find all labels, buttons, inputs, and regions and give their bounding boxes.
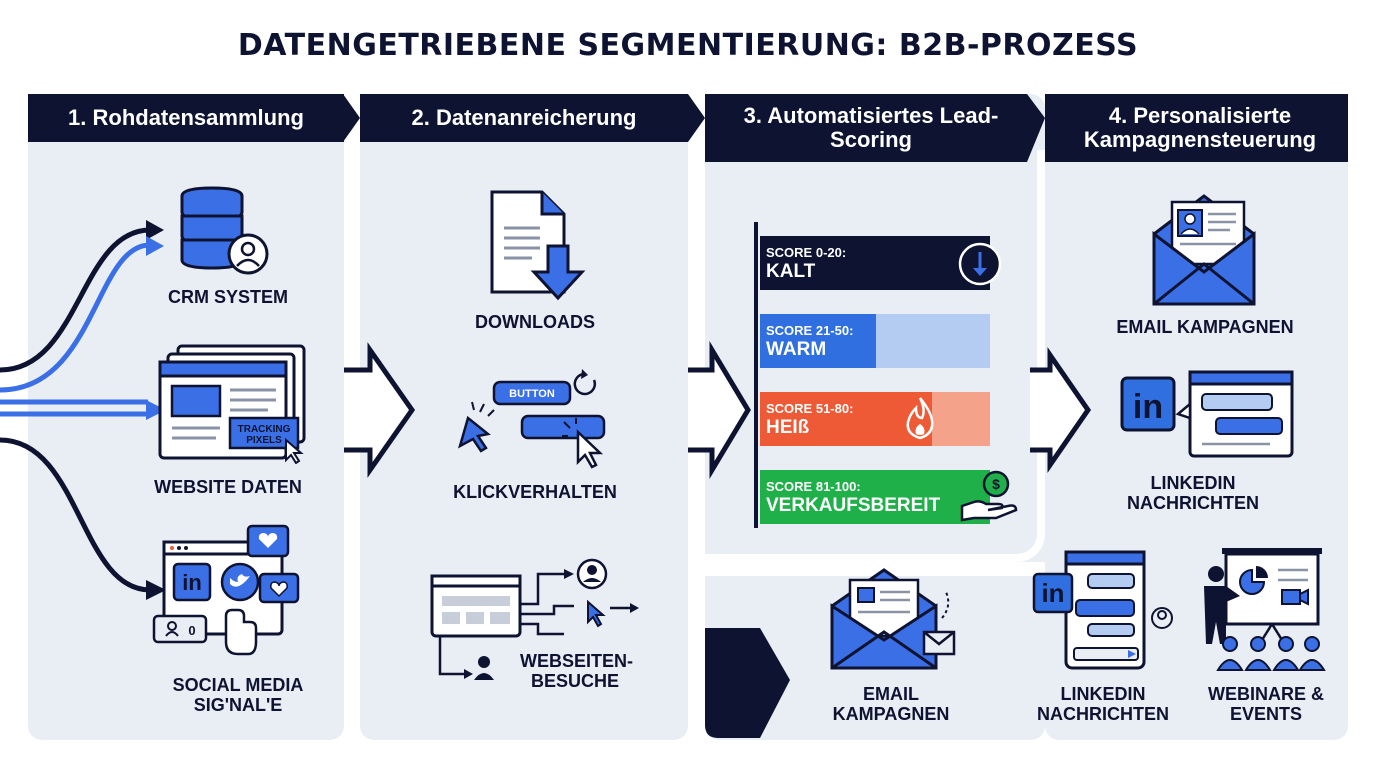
col4-email-label: EMAIL KAMPAGNEN xyxy=(1116,317,1294,337)
bottom-white-band xyxy=(705,562,1045,576)
linkedin-icon xyxy=(1032,572,1074,614)
col3-email-label: EMAIL KAMPAGNEN xyxy=(832,684,950,724)
database-icon xyxy=(180,186,269,275)
cursor-icon xyxy=(285,437,304,464)
step-3-bottom-chevron xyxy=(705,628,790,738)
col4-linkedin-label: LINKEDIN NACHRICHTEN xyxy=(1127,473,1259,513)
linkedin-icon xyxy=(1120,376,1176,432)
crm-label: CRM SYSTEM xyxy=(167,287,288,307)
dollar-hand-icon: $ xyxy=(960,470,1018,522)
visits-label: WEBSEITEN-BESUCHE xyxy=(520,651,634,691)
svg-text:in: in xyxy=(1041,578,1064,608)
step-4-header: 4. Personalisierte Kampagnensteuerung xyxy=(1055,94,1345,162)
social-icon: in 0 xyxy=(152,524,300,656)
score-verkaufsbereit: SCORE 81-100: VERKAUFSBEREIT xyxy=(760,470,990,524)
svg-text:$: $ xyxy=(992,476,1000,492)
click-label: KLICKVERHALTEN xyxy=(453,482,617,502)
flow-icon xyxy=(430,558,639,680)
button-text: BUTTON xyxy=(509,388,555,400)
document-download-icon xyxy=(490,190,586,301)
score-axis xyxy=(754,222,758,528)
refresh-icon xyxy=(573,372,597,396)
linkedin-icon: in xyxy=(182,570,202,595)
flow-arrows xyxy=(344,340,1092,480)
step-1-header: 1. Rohdatensammlung xyxy=(28,94,344,142)
heart-icon xyxy=(246,524,290,558)
downloads-label: DOWNLOADS xyxy=(475,312,595,332)
envelope-icon xyxy=(830,568,956,670)
score-heiss: SCORE 51-80: HEIß xyxy=(760,392,990,446)
col4-webinar-label: WEBINARE & EVENTS xyxy=(1208,684,1324,724)
envelope-icon xyxy=(1152,194,1256,306)
fire-icon xyxy=(906,397,934,440)
svg-text:0: 0 xyxy=(188,623,195,638)
arrow-down-icon xyxy=(530,244,586,301)
page-title: DATENGETRIEBENE SEGMENTIERUNG: B2B-PROZE… xyxy=(237,28,1139,63)
linkedin-chat-icon: in xyxy=(1032,550,1173,670)
score-warm: SCORE 21-50: WARM xyxy=(760,314,990,368)
score-kalt: SCORE 0-20: KALT xyxy=(760,236,990,290)
button-click-icon: BUTTON xyxy=(457,369,606,469)
input-flow-lines xyxy=(0,220,166,600)
user-icon xyxy=(227,233,269,275)
col4-linkedin2-label: LINKEDIN NACHRICHTEN xyxy=(1037,684,1169,724)
presentation-icon xyxy=(1204,548,1326,671)
website-label: WEBSITE DATEN xyxy=(154,477,302,497)
svg-text:PIXELS: PIXELS xyxy=(246,435,282,446)
social-label: SOCIAL MEDIA SIG'NAL'E xyxy=(172,675,304,715)
svg-text:in: in xyxy=(1133,388,1163,426)
arrow-down-icon xyxy=(958,242,1002,286)
step-2-header: 2. Datenanreicherung xyxy=(360,94,688,142)
step-3-header: 3. Automatisiertes Lead-Scoring xyxy=(735,94,1007,162)
browser-icon: TRACKING PIXELS xyxy=(158,344,306,464)
linkedin-message-icon: in xyxy=(1120,370,1294,458)
tracking-label: TRACKING xyxy=(238,424,291,435)
